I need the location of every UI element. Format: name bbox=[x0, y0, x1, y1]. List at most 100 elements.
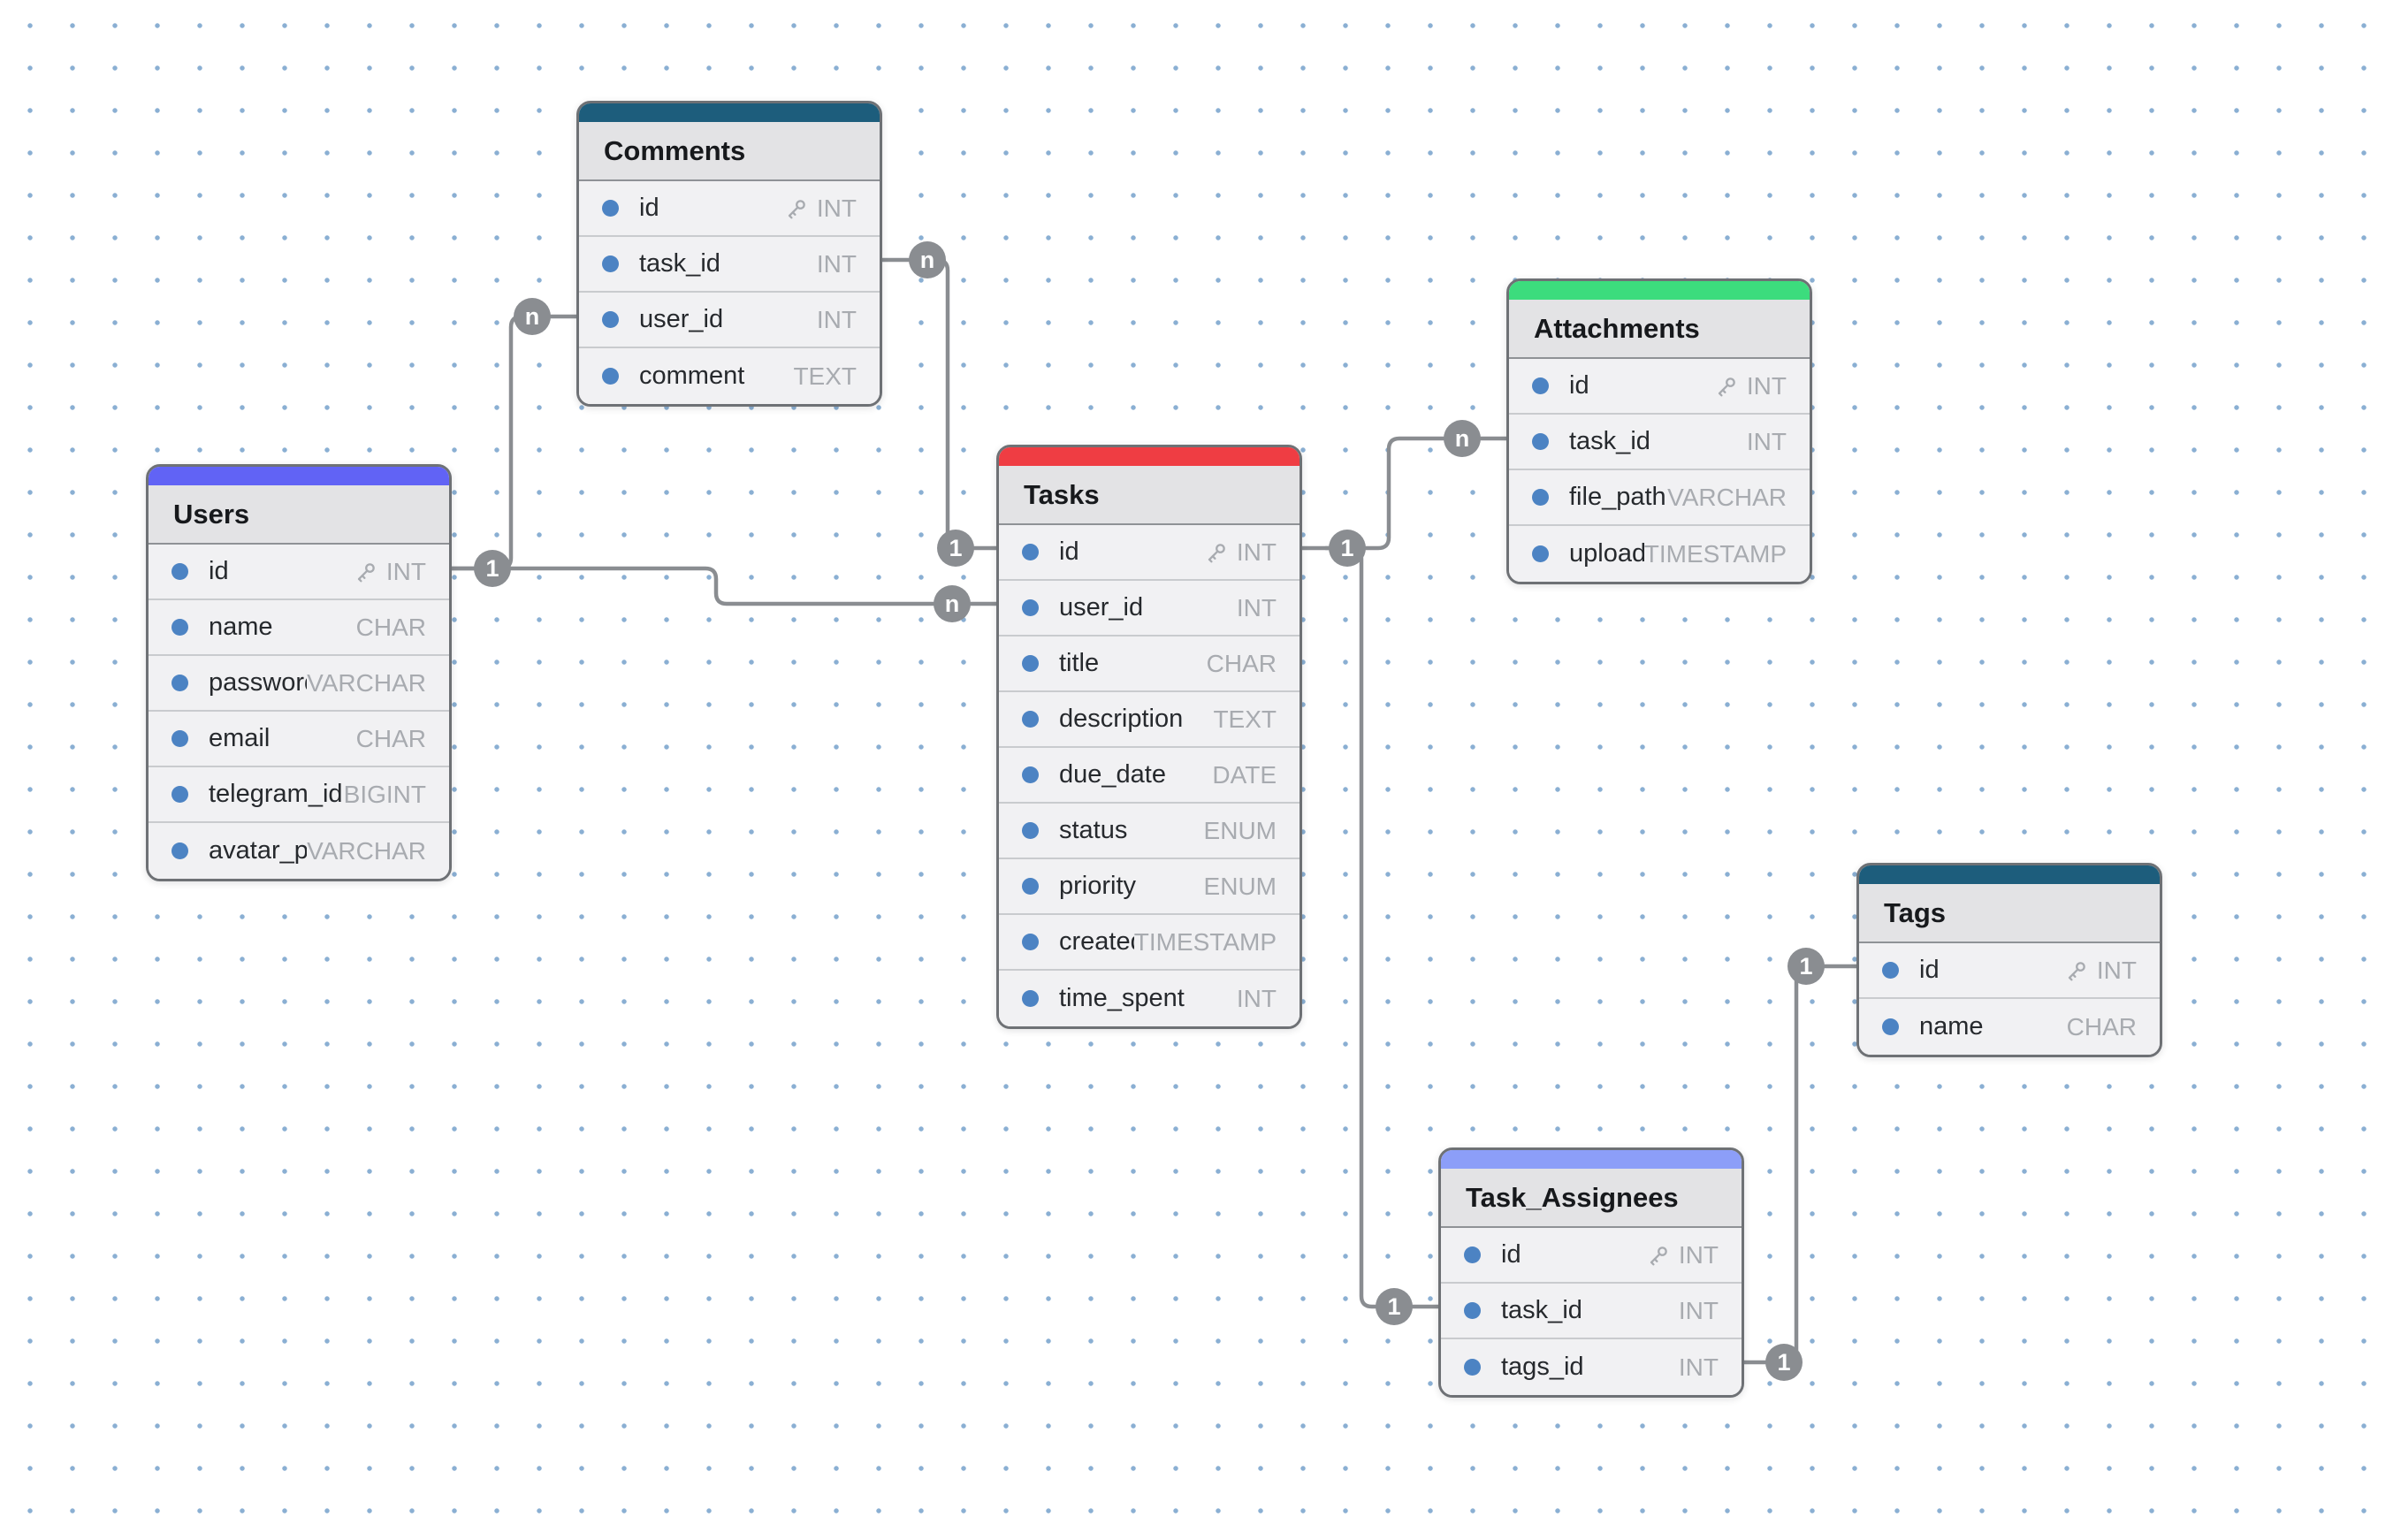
field-row[interactable]: id INT bbox=[1441, 1228, 1742, 1284]
field-name: tags_id bbox=[1501, 1353, 1584, 1381]
table-users[interactable]: Users id INT name bbox=[146, 464, 452, 881]
wire-tasks-attachments[interactable] bbox=[1300, 436, 1509, 551]
field-row[interactable]: task_id INT bbox=[1441, 1284, 1742, 1339]
primary-key-icon bbox=[357, 562, 375, 582]
primary-key-icon bbox=[2068, 961, 2085, 980]
cardinality-marker-tasks-user-id: n bbox=[934, 585, 971, 622]
field-type: INT bbox=[1678, 1296, 1719, 1324]
field-row[interactable]: task_id INT bbox=[1509, 415, 1810, 470]
field-type: CHAR bbox=[355, 613, 426, 641]
field-row[interactable]: name CHAR bbox=[149, 600, 449, 656]
field-bullet-icon bbox=[172, 619, 188, 636]
field-name: comment bbox=[639, 362, 745, 390]
field-type: INT bbox=[2064, 957, 2137, 985]
cardinality-marker-users-id: 1 bbox=[474, 550, 511, 587]
table-title: Attachments bbox=[1509, 300, 1810, 359]
cardinality-marker-tags-id: 1 bbox=[1787, 948, 1825, 985]
primary-key-icon bbox=[788, 199, 805, 218]
field-type: VARCHAR bbox=[307, 668, 426, 697]
field-row[interactable]: id INT bbox=[1509, 359, 1810, 415]
field-row[interactable]: priority ENUM bbox=[999, 859, 1300, 915]
field-type: INT bbox=[1646, 1241, 1719, 1269]
field-name: name bbox=[1919, 1012, 1984, 1041]
field-bullet-icon bbox=[1882, 1018, 1899, 1035]
field-type: TEXT bbox=[1213, 705, 1277, 733]
field-type: CHAR bbox=[1206, 649, 1277, 677]
field-row[interactable]: due_date DATE bbox=[999, 748, 1300, 804]
table-tags[interactable]: Tags id INT name bbox=[1856, 863, 2162, 1057]
field-type: ENUM bbox=[1203, 872, 1277, 900]
field-row[interactable]: id INT bbox=[579, 181, 880, 237]
table-accent-strip bbox=[999, 447, 1300, 466]
field-row[interactable]: telegram_id BIGINT bbox=[149, 767, 449, 823]
field-bullet-icon bbox=[172, 675, 188, 691]
wire-tasks-comments[interactable] bbox=[880, 257, 999, 551]
field-bullet-icon bbox=[1022, 990, 1039, 1007]
field-name: task_id bbox=[1501, 1296, 1582, 1324]
field-row[interactable]: id INT bbox=[149, 545, 449, 600]
field-name: upload... bbox=[1569, 539, 1644, 568]
field-name: title bbox=[1059, 649, 1100, 677]
field-type: TEXT bbox=[793, 362, 857, 390]
field-row[interactable]: upload... TIMESTAMP bbox=[1509, 526, 1810, 582]
field-row[interactable]: description TEXT bbox=[999, 692, 1300, 748]
field-name: user_id bbox=[1059, 593, 1144, 621]
field-row[interactable]: created... TIMESTAMP bbox=[999, 915, 1300, 971]
field-row[interactable]: file_path VARCHAR bbox=[1509, 470, 1810, 526]
field-bullet-icon bbox=[1022, 766, 1039, 783]
field-type: VARCHAR bbox=[1667, 483, 1787, 511]
primary-key-icon bbox=[1718, 377, 1735, 396]
field-row[interactable]: avatar_pa... VARCHAR bbox=[149, 823, 449, 879]
table-tasks[interactable]: Tasks id INT user_id bbox=[996, 445, 1302, 1029]
field-row[interactable]: id INT bbox=[1859, 943, 2160, 999]
field-type: INT bbox=[816, 249, 857, 278]
field-row[interactable]: id INT bbox=[999, 525, 1300, 581]
field-row[interactable]: user_id INT bbox=[579, 293, 880, 348]
field-name: status bbox=[1059, 816, 1128, 844]
field-type: TIMESTAMP bbox=[1133, 927, 1277, 956]
field-name: id bbox=[1059, 537, 1079, 566]
field-row[interactable]: email CHAR bbox=[149, 712, 449, 767]
field-bullet-icon bbox=[1464, 1359, 1481, 1376]
field-bullet-icon bbox=[1022, 934, 1039, 950]
field-row[interactable]: title CHAR bbox=[999, 637, 1300, 692]
field-row[interactable]: password VARCHAR bbox=[149, 656, 449, 712]
table-attachments[interactable]: Attachments id INT task_id bbox=[1506, 278, 1812, 584]
field-type: ENUM bbox=[1203, 816, 1277, 844]
table-accent-strip bbox=[1441, 1150, 1742, 1169]
cardinality-marker-tasks-id-right: 1 bbox=[1329, 530, 1366, 567]
field-row[interactable]: tags_id INT bbox=[1441, 1339, 1742, 1395]
field-bullet-icon bbox=[1464, 1302, 1481, 1319]
table-task-assignees[interactable]: Task_Assignees id INT task_id bbox=[1438, 1147, 1744, 1398]
field-type: INT bbox=[784, 194, 857, 223]
field-type: VARCHAR bbox=[307, 836, 426, 865]
field-bullet-icon bbox=[172, 786, 188, 803]
field-type: INT bbox=[1236, 984, 1277, 1012]
field-row[interactable]: user_id INT bbox=[999, 581, 1300, 637]
cardinality-marker-attachments-task-id: n bbox=[1444, 420, 1481, 457]
field-name: user_id bbox=[639, 305, 724, 333]
field-bullet-icon bbox=[172, 563, 188, 580]
field-type: CHAR bbox=[2066, 1012, 2137, 1041]
wire-users-tasks[interactable] bbox=[449, 566, 999, 606]
field-name: avatar_pa... bbox=[209, 836, 307, 865]
field-type: INT bbox=[354, 558, 426, 586]
field-name: description bbox=[1059, 705, 1184, 733]
field-row[interactable]: task_id INT bbox=[579, 237, 880, 293]
table-comments[interactable]: Comments id INT task_id bbox=[576, 101, 882, 407]
field-type: DATE bbox=[1212, 760, 1277, 789]
field-bullet-icon bbox=[1022, 655, 1039, 672]
field-type: INT bbox=[1746, 427, 1787, 455]
wire-tags-assignees[interactable] bbox=[1742, 964, 1859, 1365]
cardinality-marker-comments-user-id: n bbox=[514, 298, 551, 335]
field-row[interactable]: comment TEXT bbox=[579, 348, 880, 404]
field-type: INT bbox=[1236, 593, 1277, 621]
wire-tasks-assignees[interactable] bbox=[1323, 545, 1441, 1309]
field-name: id bbox=[209, 557, 229, 585]
field-row[interactable]: time_spent INT bbox=[999, 971, 1300, 1026]
field-bullet-icon bbox=[602, 311, 619, 328]
wire-users-comments[interactable] bbox=[449, 314, 579, 571]
field-row[interactable]: name CHAR bbox=[1859, 999, 2160, 1055]
field-row[interactable]: status ENUM bbox=[999, 804, 1300, 859]
